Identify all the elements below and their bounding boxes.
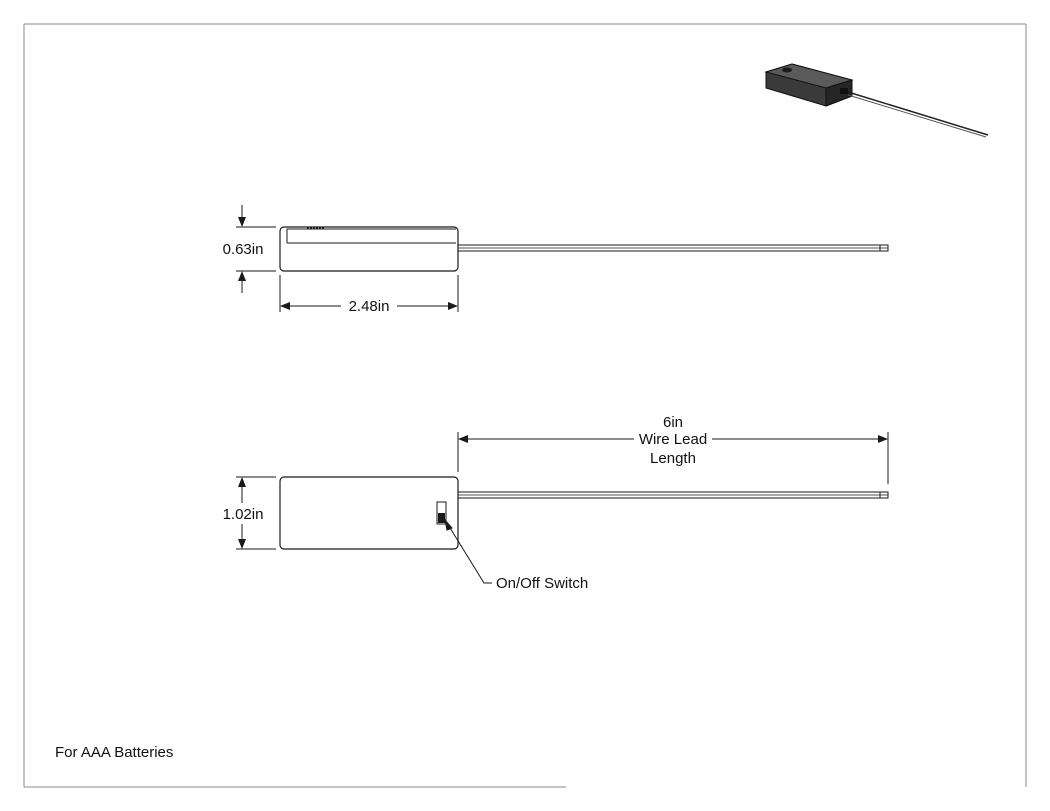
wire-length-line1: Wire Lead — [639, 431, 707, 448]
switch-callout-label: On/Off Switch — [496, 575, 588, 592]
dimension-side-height — [236, 205, 276, 293]
side-view — [279, 226, 889, 272]
side-width-label: 2.48in — [349, 298, 390, 315]
battery-note: For AAA Batteries — [55, 744, 173, 761]
wire-length-value: 6in — [663, 414, 683, 431]
wire-length-line2: Length — [650, 450, 696, 467]
top-view — [279, 476, 889, 550]
top-height-label: 1.02in — [223, 506, 264, 523]
drawing-border — [23, 23, 1027, 788]
side-height-label: 0.63in — [223, 241, 264, 258]
dimension-top-height — [236, 476, 276, 550]
isometric-view — [764, 63, 989, 138]
dimension-wire-length — [457, 432, 889, 484]
dimension-side-width — [279, 275, 459, 312]
switch-leader — [444, 518, 492, 584]
